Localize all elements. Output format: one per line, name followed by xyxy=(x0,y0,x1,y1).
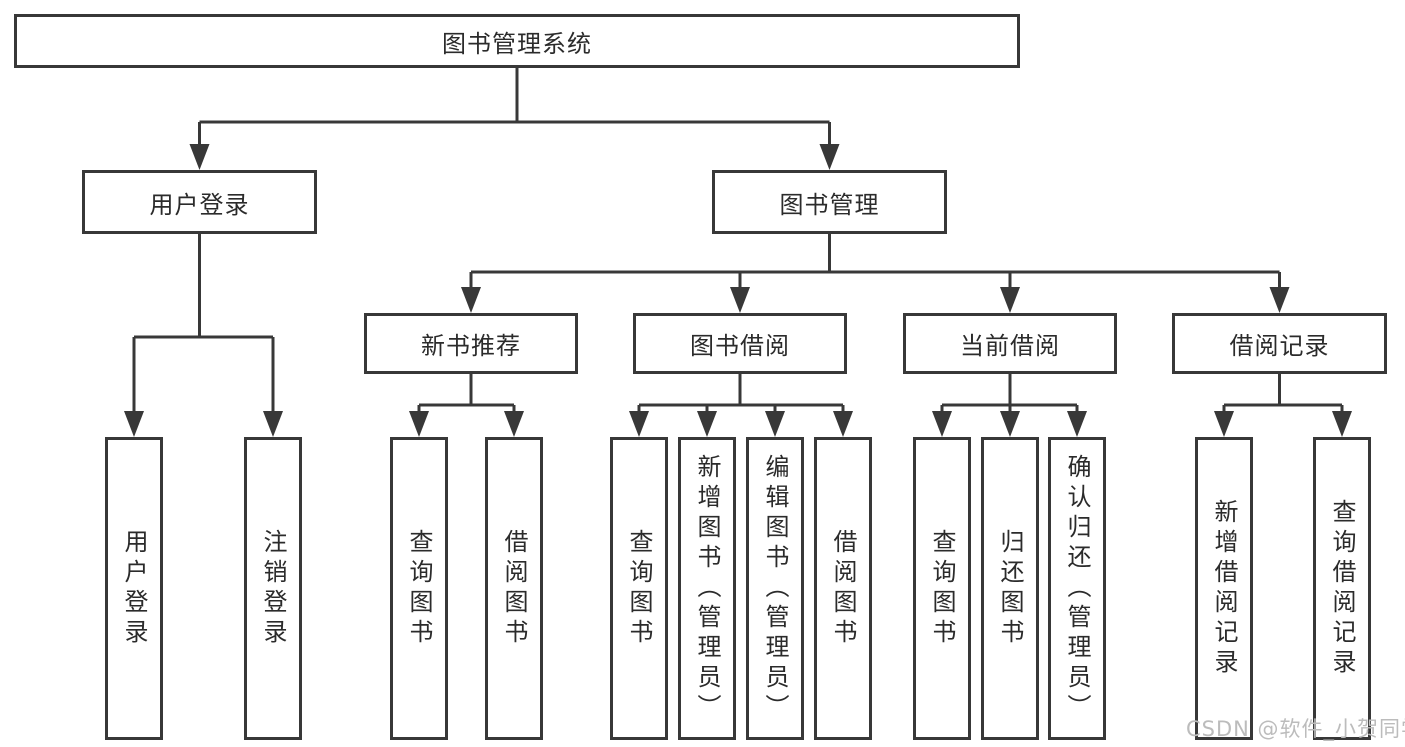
node-label: 新增借阅记录 xyxy=(1210,498,1238,679)
csdn-watermark: CSDN @软件_小贺同学 xyxy=(1186,717,1405,741)
node-user-login: 用户登录 xyxy=(82,170,317,234)
leaf-query-books-borrowing: 查询图书 xyxy=(610,437,668,740)
node-label: 图书借阅 xyxy=(690,332,790,360)
node-library-management-system: 图书管理系统 xyxy=(14,14,1020,68)
node-label: 新增图书（管理员） xyxy=(693,453,721,724)
node-label: 归还图书 xyxy=(996,528,1024,649)
node-label: 借阅记录 xyxy=(1229,332,1330,360)
node-label: 借阅图书 xyxy=(500,528,528,649)
node-label: 查询图书 xyxy=(405,528,433,649)
leaf-return-books: 归还图书 xyxy=(981,437,1039,740)
leaf-query-borrow-record: 查询借阅记录 xyxy=(1313,437,1371,740)
node-label: 查询借阅记录 xyxy=(1328,498,1356,679)
leaf-borrow-books-recommend: 借阅图书 xyxy=(485,437,543,740)
node-label: 用户登录 xyxy=(149,190,250,219)
leaf-confirm-return-admin: 确认归还（管理员） xyxy=(1048,437,1106,740)
node-label: 图书管理系统 xyxy=(442,29,592,58)
node-label: 查询图书 xyxy=(625,528,653,649)
node-label: 编辑图书（管理员） xyxy=(761,453,789,724)
leaf-add-books-admin: 新增图书（管理员） xyxy=(678,437,736,740)
node-book-management: 图书管理 xyxy=(712,170,947,234)
leaf-edit-books-admin: 编辑图书（管理员） xyxy=(746,437,804,740)
leaf-user-login: 用户登录 xyxy=(105,437,163,740)
node-label: 查询图书 xyxy=(928,528,956,649)
node-label: 借阅图书 xyxy=(829,528,857,649)
node-book-borrowing: 图书借阅 xyxy=(633,313,847,374)
leaf-query-books-recommend: 查询图书 xyxy=(390,437,448,740)
leaf-logout: 注销登录 xyxy=(244,437,302,740)
leaf-query-books-current: 查询图书 xyxy=(913,437,971,740)
node-label: 用户登录 xyxy=(120,528,148,649)
node-label: 确认归还（管理员） xyxy=(1063,453,1091,724)
leaf-borrow-books-borrowing: 借阅图书 xyxy=(814,437,872,740)
node-current-borrowing: 当前借阅 xyxy=(903,313,1117,374)
node-label: 新书推荐 xyxy=(421,332,521,360)
node-label: 注销登录 xyxy=(259,528,287,649)
node-label: 图书管理 xyxy=(779,190,880,219)
leaf-add-borrow-record: 新增借阅记录 xyxy=(1195,437,1253,740)
node-label: 当前借阅 xyxy=(960,332,1060,360)
node-new-book-recommendation: 新书推荐 xyxy=(364,313,578,374)
node-borrowing-records: 借阅记录 xyxy=(1172,313,1387,374)
